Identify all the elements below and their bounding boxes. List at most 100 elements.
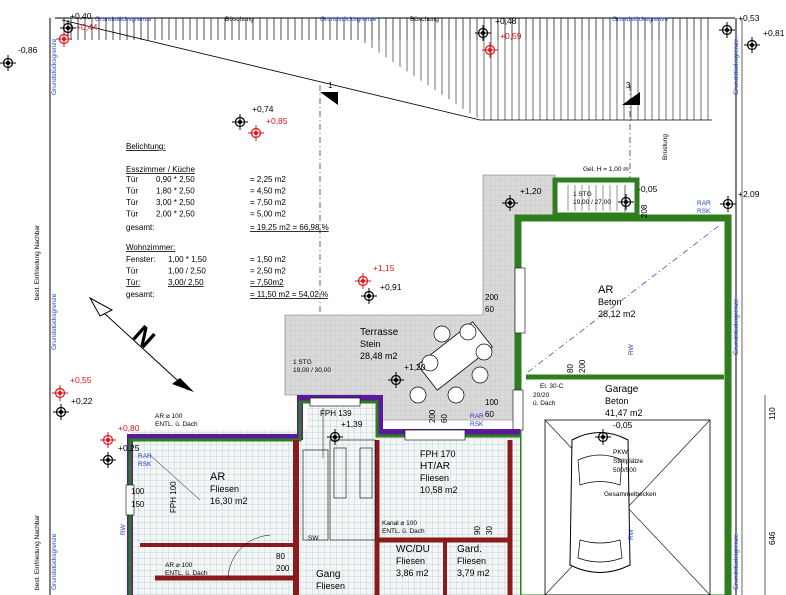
section-1-label: 1 [328, 81, 333, 90]
gang-name: Gang [316, 569, 340, 580]
dim-label: 110 [768, 407, 777, 420]
boschung-label: Böschung [410, 16, 439, 23]
elevation-value: -0,86 [18, 45, 38, 55]
wohn-row-area: = 1,50 m2 [250, 255, 286, 264]
wohn-row-area: = 7,50m2 [250, 278, 284, 287]
elevation-marker: +0,74 [232, 104, 274, 130]
section-3-label: 3 [626, 81, 631, 90]
elevation-marker: -0,86 [0, 45, 38, 71]
rsk-label: RSK [697, 208, 711, 215]
dim-label: 90 [473, 526, 482, 535]
rar-label: RAR [138, 453, 152, 460]
elevation-value: +0,81 [763, 28, 785, 38]
dim-label: 60 [485, 410, 494, 419]
entl-label: ENTL. ü. Dach [165, 570, 208, 577]
elevation-marker: +2,09 [720, 189, 760, 212]
ess-row-type: Tür [126, 198, 138, 207]
neighbor-label: best. Einfriedung Nachbar [34, 224, 41, 300]
rw-label: RW [628, 528, 635, 540]
el-label: El. 30-C [540, 383, 564, 390]
pkw-label: PKW [613, 449, 629, 456]
ess-row-area: = 5,00 m2 [250, 210, 286, 219]
ht-ar-name: HT/AR [420, 461, 450, 472]
boundary-label: Grundstücksgrenze [320, 16, 377, 23]
wc-area: 3,86 m2 [396, 568, 429, 578]
gard-name: Gard. [457, 544, 482, 555]
belichtung-title: Belichtung: [126, 142, 166, 151]
elevation-value: +0,22 [71, 396, 93, 406]
rw-label: RW [120, 523, 127, 535]
boundary-label: Grundstücksgrenze [95, 16, 152, 23]
elevation-value: +1,39 [341, 419, 363, 429]
elevation-value: +0,59 [500, 31, 522, 41]
elevation-marker: +1,20 [388, 362, 426, 388]
dim-label: 100 [485, 398, 499, 407]
stg1b-label: 19,00 / 30,00 [293, 367, 331, 374]
rar-label: RAR [470, 413, 484, 420]
wohn-title: Wohnzimmer: [126, 243, 175, 252]
ess-row-area: = 7,50 m2 [250, 198, 286, 207]
terrace-table [409, 321, 493, 404]
dim-label: 80 [276, 552, 285, 561]
bruestung-label: Brüstung [662, 134, 669, 160]
fph100-label: FPH 100 [169, 481, 178, 513]
neighbor-label: best. Einfriedung Nachbar [34, 514, 41, 590]
ess-row-type: Tür [126, 210, 138, 219]
ar-left-name: AR [210, 471, 225, 483]
elevation-marker: +0,40 [60, 11, 92, 36]
rw-label: RW [628, 343, 635, 355]
ess-title: Esszimmer / Küche [126, 165, 195, 174]
boundary-label: Grundstücksgrenze [733, 298, 740, 355]
ar100-label: AR ⌀ 100 [165, 562, 193, 569]
ht-ar-fph: FPH 170 [420, 449, 456, 459]
wohn-row-dim: 1,00 * 1,50 [168, 255, 207, 264]
dim-label: 200 [578, 359, 587, 373]
elevation-value: +0,85 [266, 116, 288, 126]
ar-left-mat: Fliesen [210, 484, 239, 494]
elevation-value: +0,44 [76, 22, 98, 32]
entl-label: ENTL. ü. Dach [382, 528, 425, 535]
elevation-marker: +0,44 [56, 22, 98, 47]
gang-mat: Fliesen [316, 581, 345, 591]
stair-house [302, 408, 373, 541]
boundary-label: Grundstücksgrenze [51, 38, 58, 95]
elevation-marker: +0,22 [53, 396, 93, 420]
garage-area: 41,47 m2 [605, 408, 643, 418]
dimension-labels: 200 60 100 60 100 150 80 200 200 60 80 2… [131, 204, 777, 595]
entl-label: ENTL. ü. Dach [155, 421, 198, 428]
ess-row-type: Tür [126, 175, 138, 184]
rsk-label: RSK [470, 421, 484, 428]
stg2b-label: 19,00 / 27,00 [573, 199, 611, 206]
elevation-marker: +0,25 [100, 443, 140, 468]
elevation-marker: +0,91 [361, 282, 402, 304]
elevation-marker: +1,20 [502, 186, 542, 211]
elevation-value: +0,55 [70, 375, 92, 385]
stair-top-right [562, 185, 626, 212]
elevation-marker: +0,55 [52, 375, 92, 401]
elevation-marker: +0,48 [475, 16, 517, 41]
wohn-row-dim: 1,00 / 2,50 [168, 267, 206, 276]
dim-label: 200 [428, 409, 437, 423]
rar-label: RAR [697, 200, 711, 207]
elevation-value: +0,74 [252, 104, 274, 114]
elevation-marker: +0,80 [100, 423, 140, 448]
car-symbol [569, 432, 631, 573]
rsk-label: RSK [138, 461, 152, 468]
ht-ar-mat: Fliesen [420, 473, 449, 483]
elevation-value: +0,91 [380, 282, 402, 292]
elevation-value: +2,09 [738, 189, 760, 199]
ess-row-area: = 2,25 m2 [250, 175, 286, 184]
wohn-rows: Fenster: 1,00 * 1,50 = 1,50 m2 Tür 1,00 / 2,… [126, 255, 286, 287]
dim-label: 60 [440, 414, 449, 423]
ess-row-dim: 2,00 * 2,50 [156, 210, 195, 219]
ht-ar-area: 10,58 m2 [420, 485, 458, 495]
boundary-label: Grundstücksgrenze [612, 16, 669, 23]
wohn-row-type: Tür [126, 267, 138, 276]
elevation-marker: -0,05 [618, 184, 658, 210]
wohn-row-type: Fenster: [126, 255, 155, 264]
boundary-label: Grundstücksgrenze [733, 533, 740, 590]
elevation-value: +1,20 [520, 186, 542, 196]
